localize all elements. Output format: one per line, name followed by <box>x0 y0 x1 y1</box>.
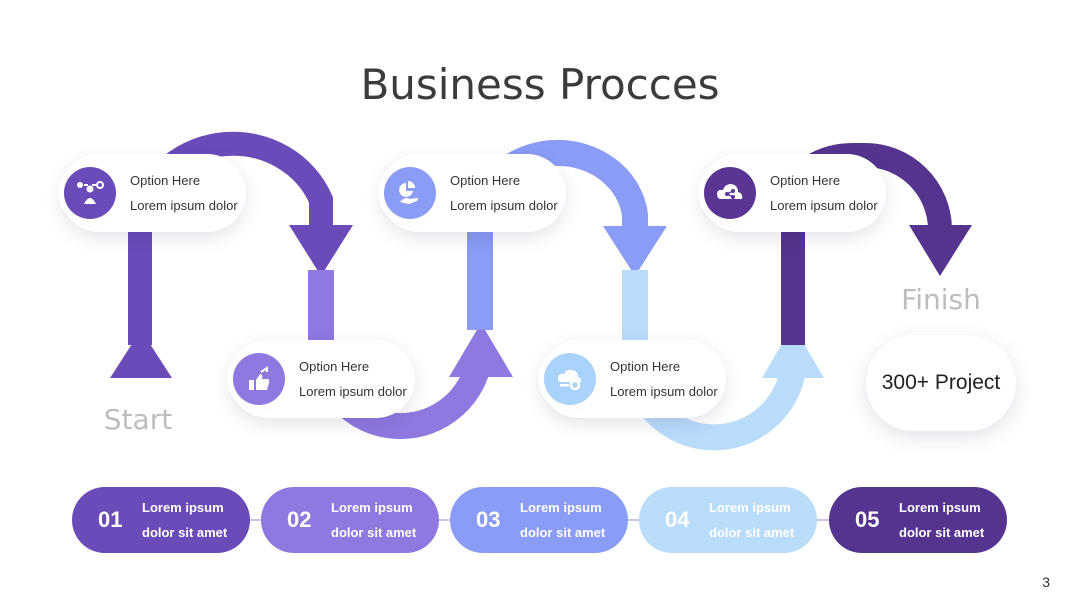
card-icon-4 <box>544 353 596 405</box>
card-body: Lorem ipsum dolor <box>770 198 878 213</box>
step-text-line2: dolor sit amet <box>331 525 417 540</box>
step-text-line1: Lorem ipsum <box>142 500 224 515</box>
card-icon-3 <box>384 167 436 219</box>
arrowhead-finish <box>909 225 972 276</box>
option-card-2: Option Here Lorem ipsum dolor <box>229 340 415 418</box>
step-text-line2: dolor sit amet <box>709 525 795 540</box>
growth-thumbs-up-icon <box>249 366 270 390</box>
step-05: 05 Lorem ipsum dolor sit amet <box>829 487 1007 553</box>
card-icon-2 <box>233 353 285 405</box>
card-heading: Option Here <box>130 173 201 188</box>
project-count-badge: 300+ Project <box>866 335 1016 431</box>
team-settings-icon <box>77 181 104 204</box>
card-body: Lorem ipsum dolor <box>610 384 718 399</box>
arrowhead-down-3 <box>603 226 667 276</box>
card-heading: Option Here <box>450 173 521 188</box>
step-number: 02 <box>287 507 312 532</box>
step-text-line1: Lorem ipsum <box>709 500 791 515</box>
cloud-gear-icon <box>558 369 582 391</box>
arrowhead-down-1 <box>289 225 353 276</box>
step-number: 03 <box>476 507 501 532</box>
step-text-line1: Lorem ipsum <box>331 500 413 515</box>
option-card-5: Option Here Lorem ipsum dolor <box>700 154 886 232</box>
option-card-1: Option Here Lorem ipsum dolor <box>60 154 246 232</box>
step-text-line2: dolor sit amet <box>142 525 228 540</box>
chart-hand-icon <box>399 181 418 204</box>
step-01: 01 Lorem ipsum dolor sit amet <box>72 487 250 553</box>
start-label: Start <box>103 403 173 436</box>
page-title: Business Procces <box>360 60 720 109</box>
step-text-line2: dolor sit amet <box>899 525 985 540</box>
step-text-line1: Lorem ipsum <box>520 500 602 515</box>
arrowhead-up-4 <box>762 325 824 378</box>
step-number: 01 <box>98 507 123 532</box>
card-body: Lorem ipsum dolor <box>130 198 238 213</box>
step-text-line2: dolor sit amet <box>520 525 606 540</box>
card-heading: Option Here <box>610 359 681 374</box>
card-icon-5 <box>704 167 756 219</box>
card-heading: Option Here <box>770 173 841 188</box>
step-text-line1: Lorem ipsum <box>899 500 981 515</box>
step-03: 03 Lorem ipsum dolor sit amet <box>450 487 628 553</box>
page-number: 3 <box>1042 574 1050 590</box>
finish-label: Finish <box>901 283 981 316</box>
step-number: 05 <box>855 507 880 532</box>
card-body: Lorem ipsum dolor <box>299 384 407 399</box>
card-heading: Option Here <box>299 359 370 374</box>
card-icon-1 <box>64 167 116 219</box>
arrowhead-up-2 <box>449 323 513 377</box>
option-card-4: Option Here Lorem ipsum dolor <box>540 340 726 418</box>
step-number: 04 <box>665 507 690 532</box>
step-04: 04 Lorem ipsum dolor sit amet <box>639 487 817 553</box>
option-card-3: Option Here Lorem ipsum dolor <box>380 154 566 232</box>
step-02: 02 Lorem ipsum dolor sit amet <box>261 487 439 553</box>
card-body: Lorem ipsum dolor <box>450 198 558 213</box>
arrowhead-start <box>110 330 172 378</box>
cloud-share-icon <box>717 184 743 199</box>
